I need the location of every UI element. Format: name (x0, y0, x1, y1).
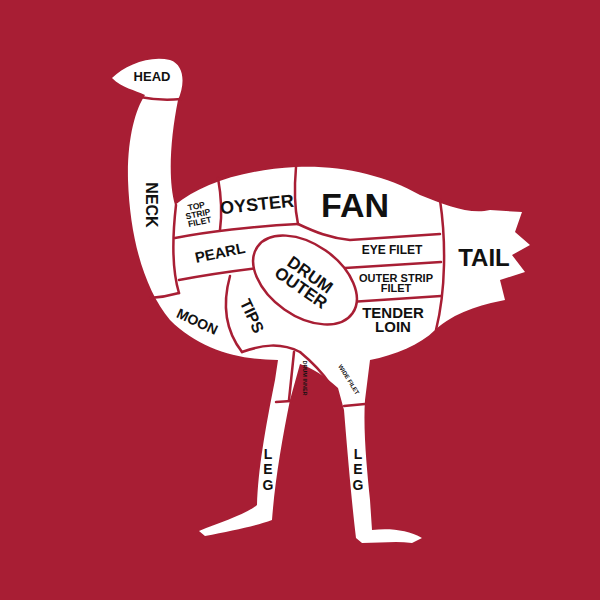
cut-label: OUTER STRIP FILET (356, 273, 436, 294)
cut-line (276, 401, 291, 402)
cut-label: FAN (321, 189, 389, 221)
cut-label: HEAD (134, 71, 171, 83)
cut-label: MOON (174, 307, 219, 337)
cut-label: OYSTER (219, 193, 294, 218)
cut-line (179, 268, 258, 280)
ostrich-silhouette (112, 59, 530, 543)
cut-label: LEG (351, 447, 365, 493)
cut-label: DRUM INNER (301, 360, 306, 395)
cut-label: TENDER LOIN (358, 306, 428, 335)
cut-line (350, 296, 441, 302)
cut-line (226, 276, 242, 352)
cut-line (436, 200, 444, 330)
cut-label: TOP STRIP FILET (175, 198, 221, 230)
cut-line (298, 224, 440, 240)
cut-label: TIPS (238, 297, 267, 336)
cut-lines (140, 97, 444, 406)
cut-label: WIDE FILET (337, 364, 360, 396)
cut-line (344, 404, 365, 406)
cut-label: PEARL (194, 241, 247, 266)
cut-line (242, 346, 300, 352)
cut-label: EYE FILET (362, 245, 423, 256)
cut-label: LEG (261, 447, 275, 493)
cut-label: TAIL (458, 247, 510, 270)
drum-outline (237, 217, 373, 343)
cut-line (289, 352, 294, 400)
cut-line (345, 262, 441, 268)
cut-line (140, 97, 181, 100)
cut-line (150, 293, 179, 298)
cut-label: DRUM OUTER (270, 251, 339, 313)
cut-line (295, 167, 298, 224)
cut-label: NECK (143, 182, 158, 227)
